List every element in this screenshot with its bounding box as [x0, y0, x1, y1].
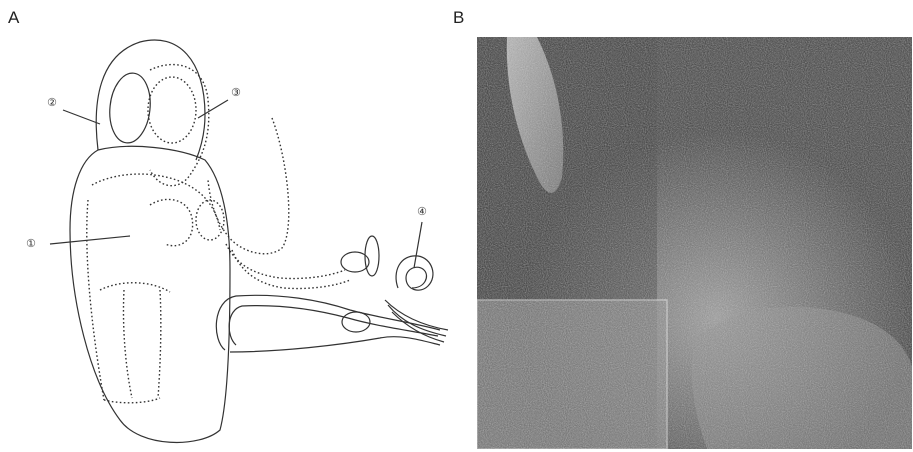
ear-canal-outer [216, 295, 440, 350]
pointer-line-4 [414, 222, 422, 268]
dotted-body-7 [150, 199, 193, 245]
nerve-lines [385, 300, 448, 342]
panel-a-drawing: ① ② ③ ④ [0, 0, 470, 452]
label-3: ③ [231, 86, 241, 99]
pointer-line-3 [198, 100, 228, 118]
panel-b-micrograph [477, 37, 912, 449]
dotted-eye-ellipse [148, 77, 196, 143]
dotted-body-6 [104, 398, 160, 403]
ear-canal-inner [229, 306, 438, 345]
dotted-body-5 [158, 290, 161, 398]
dotted-otic-vesicle [196, 200, 224, 240]
label-4: ④ [417, 205, 427, 218]
dotted-body-2 [87, 200, 104, 400]
ear-canal-base [230, 337, 440, 352]
cochlea-spiral [396, 256, 433, 290]
label-2: ② [47, 96, 57, 109]
pointer-line-2 [63, 110, 100, 124]
dotted-tube-1 [208, 118, 289, 254]
dotted-body-1 [92, 174, 220, 230]
dotted-otic-region [150, 65, 209, 186]
dotted-tube-3 [232, 250, 350, 289]
canal-loop-1 [365, 236, 379, 276]
body-outline [70, 146, 230, 442]
pointer-line-1 [50, 236, 130, 244]
label-1: ① [26, 237, 36, 250]
dotted-body-4 [123, 290, 132, 398]
eye-ellipse [106, 71, 153, 145]
